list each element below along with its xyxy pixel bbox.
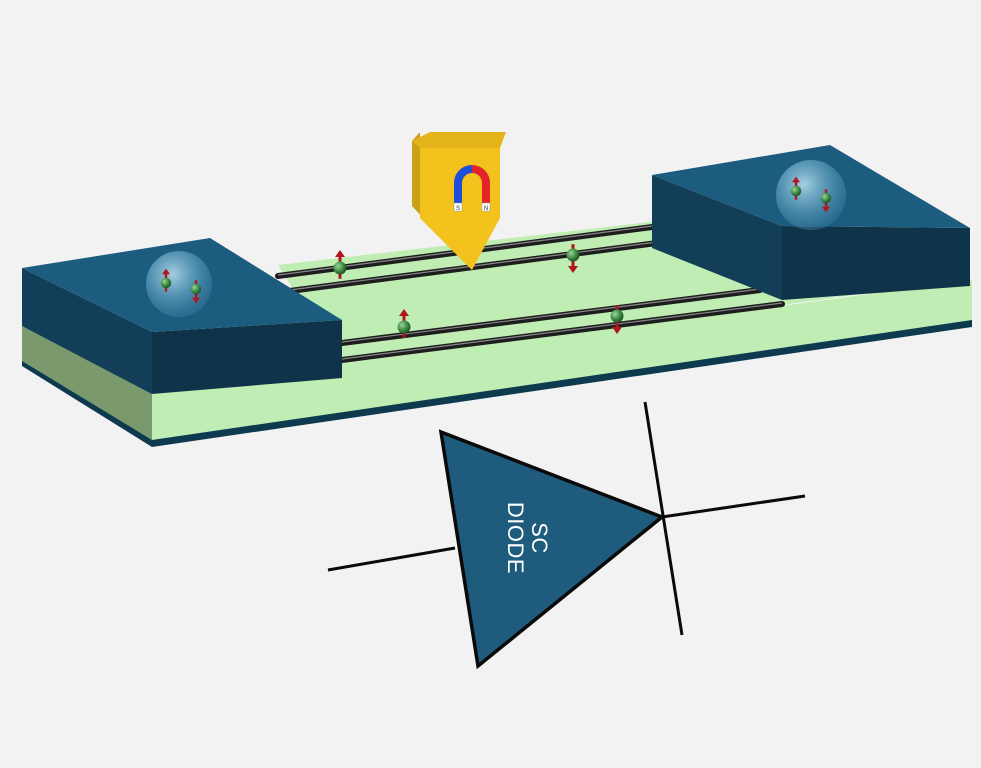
nanowire-front-1 [339,287,763,346]
spin-down-arrow-icon [820,189,832,213]
horseshoe-magnet-icon: S N [453,165,491,212]
spin-down-arrow-icon [610,305,624,334]
left-cooper-pair-bubble [146,251,212,317]
right-cooper-pair-bubble [776,160,846,230]
substrate-side-face [22,326,152,440]
substrate-front-face [152,280,972,440]
right-electrode-front [652,175,782,300]
right-electrode [652,145,970,300]
magnet-tip-top-face [412,132,506,148]
spin-up-arrow-icon [333,250,347,279]
nanowire-back-2 [279,237,683,295]
diode-lead-right [661,494,806,519]
diode-symbol: SC DIODE [327,401,806,670]
left-electrode-front [22,268,152,394]
diode-cathode-bar [643,401,684,636]
magnet-tip: S N [412,132,506,270]
right-electrode-right-face [782,226,970,300]
left-electrode-right-face [152,320,342,394]
bubble-spins [160,176,832,304]
magnet-pole-north-label: N [484,206,488,212]
nanowire-front-2 [339,301,785,363]
left-electrode [22,238,342,394]
diode-label-sc: SC [527,522,552,554]
spin-up-arrow-icon [397,309,411,338]
diode-triangle [438,429,666,670]
diode-lead-left [327,546,456,572]
spin-down-arrow-icon [190,280,202,304]
wire-spins [333,244,624,338]
spin-up-arrow-icon [790,176,802,200]
diode-label-diode: DIODE [503,502,528,574]
spin-down-arrow-icon [566,244,580,273]
spin-up-arrow-icon [160,268,172,292]
magnet-pole-south-label: S [456,206,460,212]
